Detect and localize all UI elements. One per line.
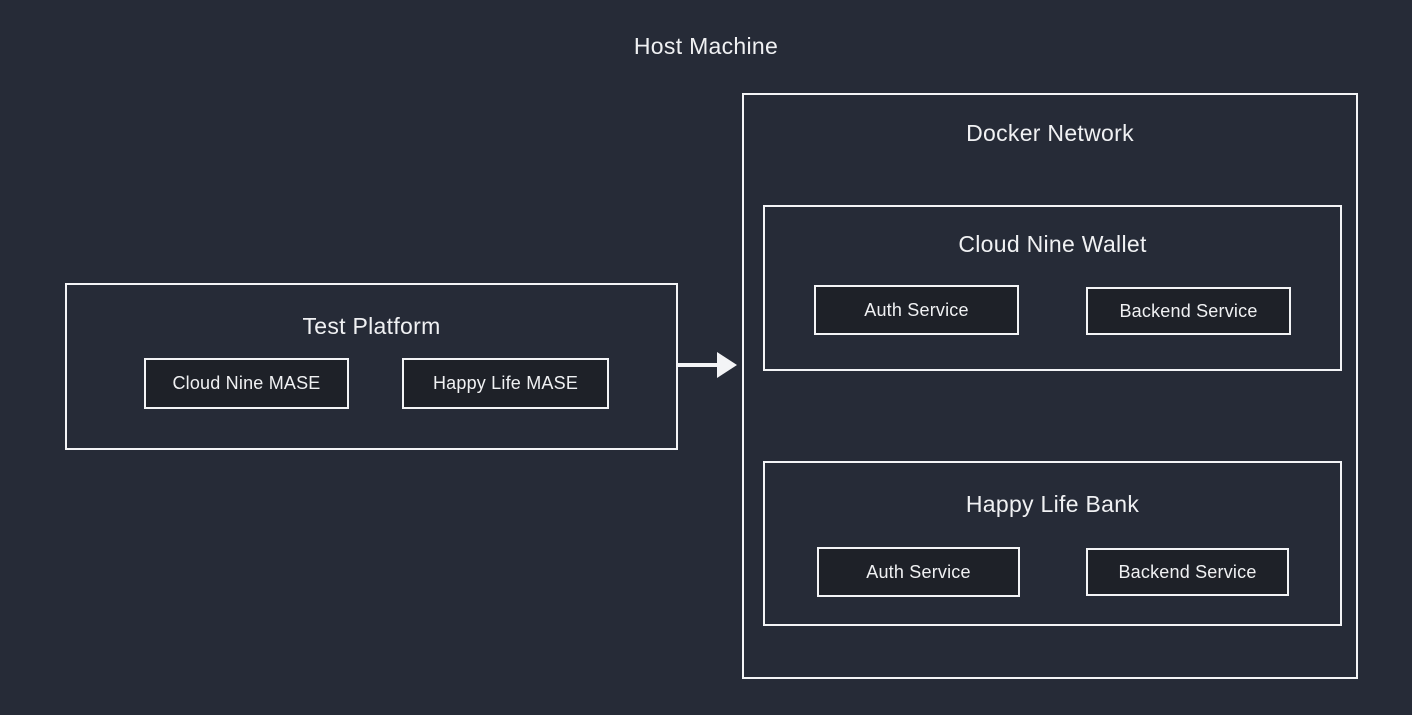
arrow-line xyxy=(678,363,719,367)
arrow-right-icon xyxy=(678,352,737,378)
docker-network-box: Docker Network Cloud Nine Wallet Auth Se… xyxy=(742,93,1358,679)
happy-life-bank-title: Happy Life Bank xyxy=(965,491,1140,517)
cloud-nine-mase-node: Cloud Nine MASE xyxy=(144,358,349,409)
cloud-nine-wallet-title: Cloud Nine Wallet xyxy=(958,231,1147,257)
happy-life-bank-box: Happy Life Bank Auth Service Backend Ser… xyxy=(763,461,1342,626)
happy-life-backend-service-node: Backend Service xyxy=(1086,548,1289,596)
cloud-nine-wallet-box: Cloud Nine Wallet Auth Service Backend S… xyxy=(763,205,1342,371)
test-platform-box: Test Platform Cloud Nine MASE Happy Life… xyxy=(65,283,678,450)
happy-life-auth-service-node: Auth Service xyxy=(817,547,1020,597)
cloud-nine-auth-service-node: Auth Service xyxy=(814,285,1019,335)
test-platform-title: Test Platform xyxy=(302,313,441,339)
host-machine-title: Host Machine xyxy=(633,33,779,59)
docker-network-title: Docker Network xyxy=(966,120,1134,146)
happy-life-mase-node: Happy Life MASE xyxy=(402,358,609,409)
cloud-nine-backend-service-node: Backend Service xyxy=(1086,287,1291,335)
arrow-head xyxy=(717,352,737,378)
